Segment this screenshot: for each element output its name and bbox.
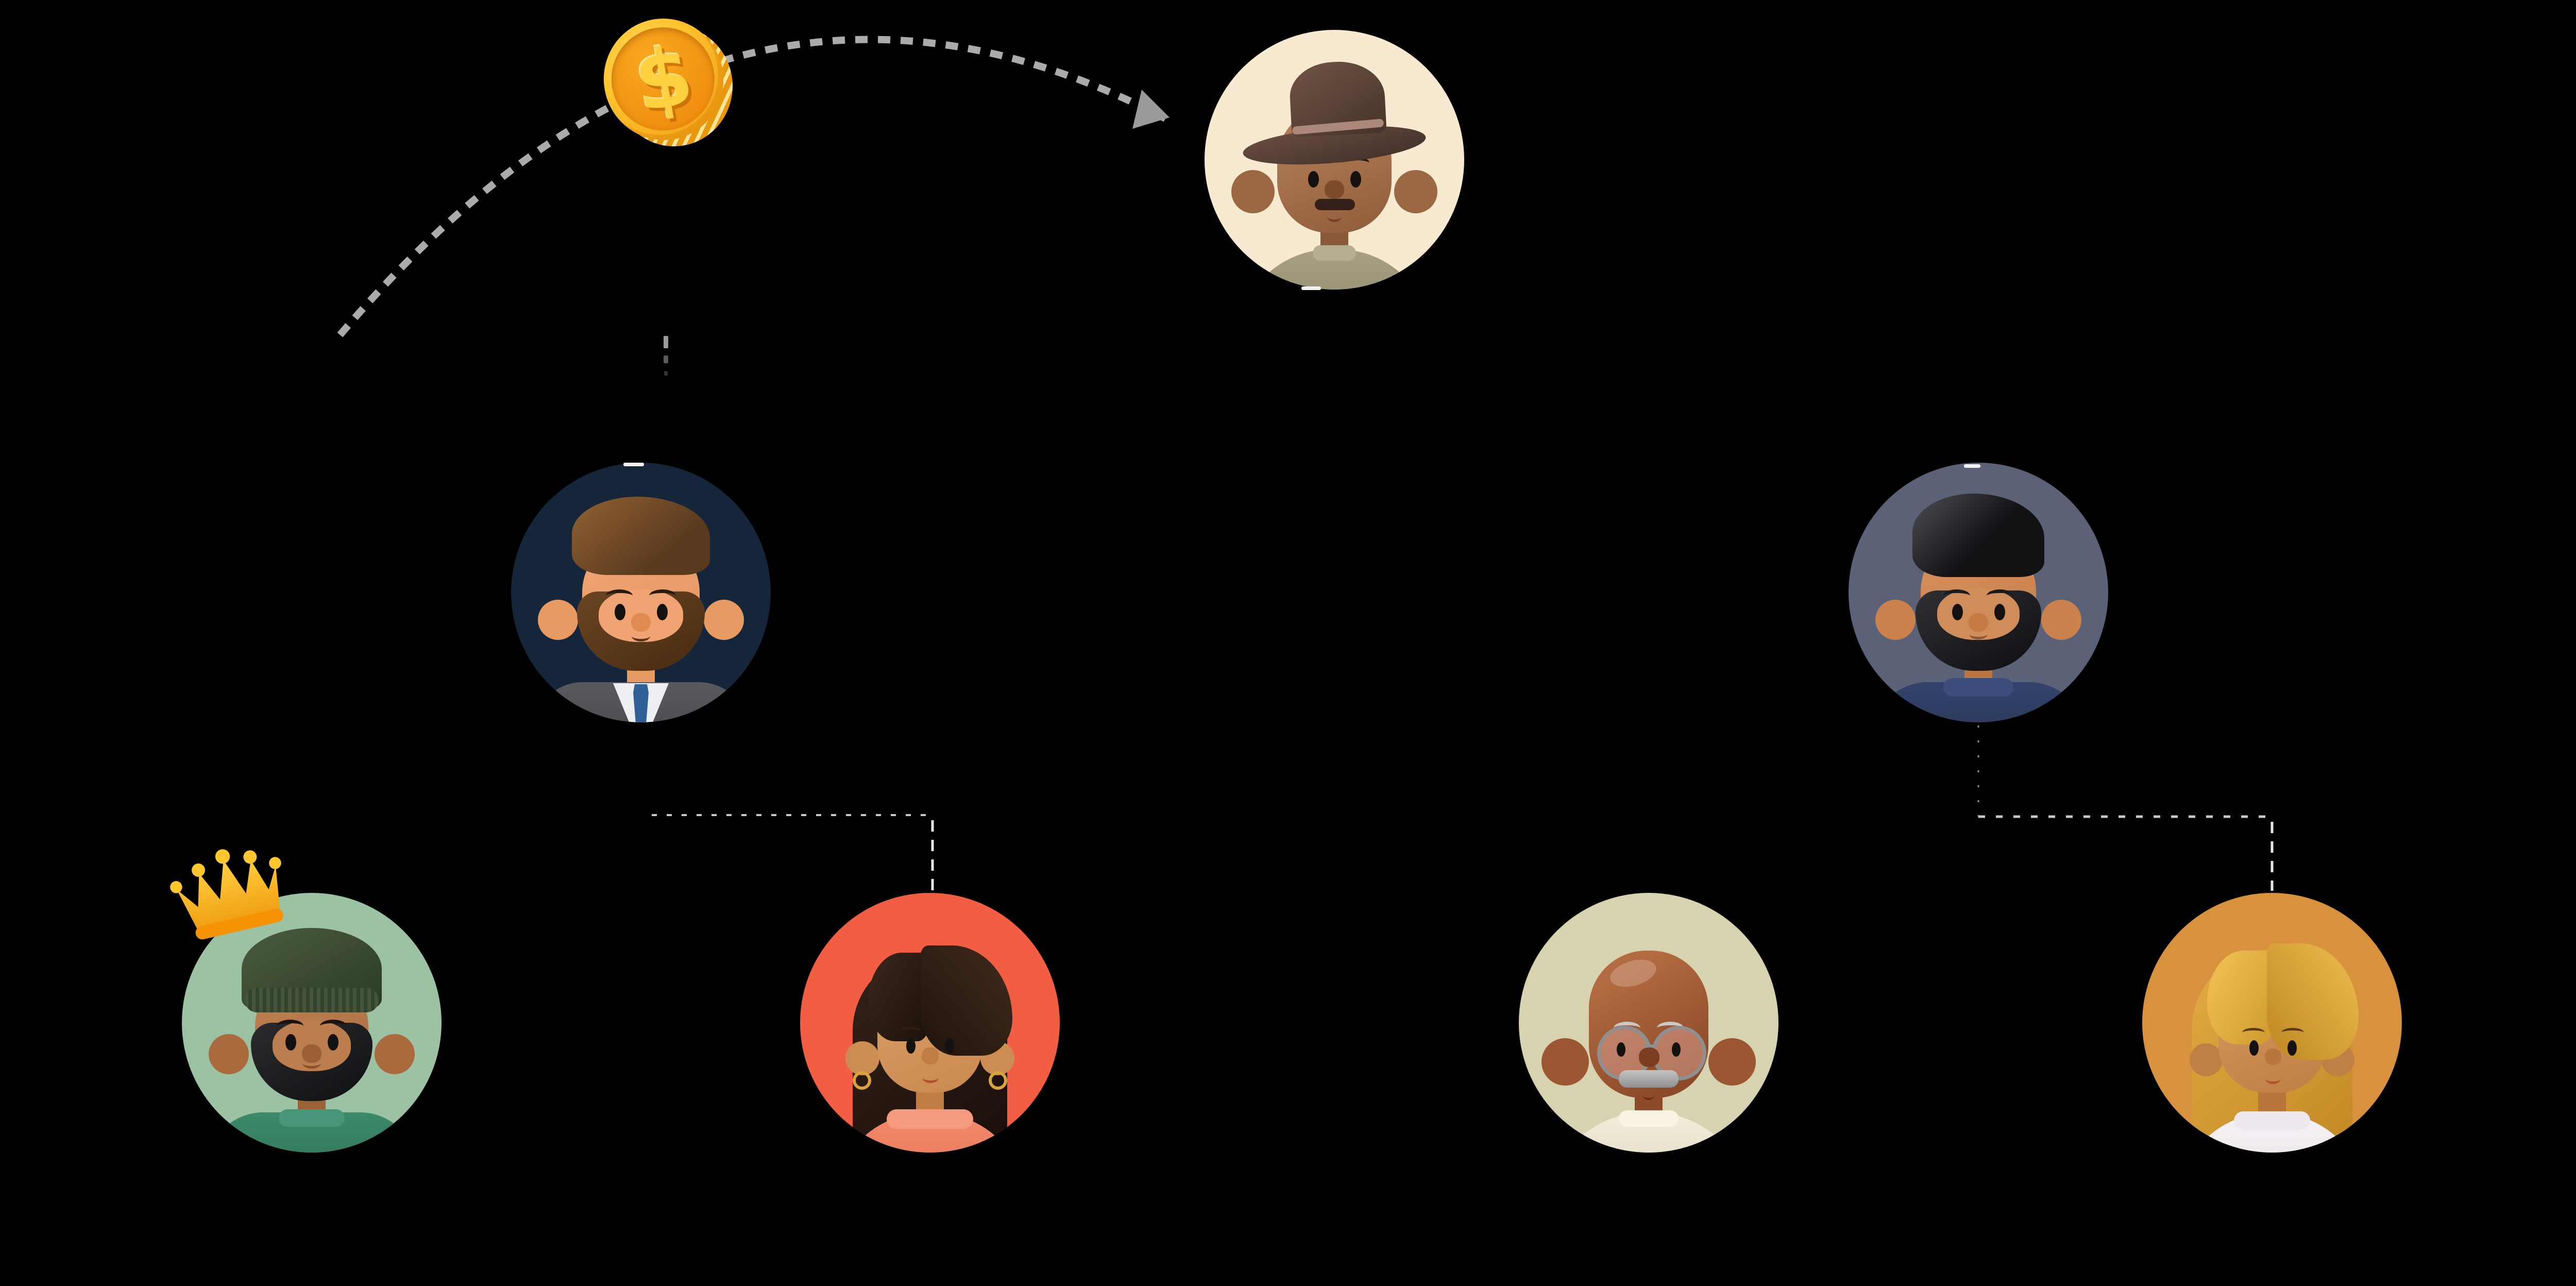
eye-right-icon	[328, 1034, 338, 1051]
crown-base	[195, 909, 283, 940]
mouth-icon	[2265, 1073, 2281, 1084]
ear-left-icon	[2190, 1043, 2223, 1076]
hair-icon	[572, 497, 710, 575]
nose-icon	[1325, 180, 1344, 199]
mouth-icon	[1642, 1090, 1655, 1100]
ear-right-icon	[1708, 1038, 1756, 1086]
mouth-icon	[1327, 211, 1342, 222]
dollar-coin-icon: $	[592, 7, 736, 151]
crown-ball	[215, 849, 230, 864]
coin-drop-trail	[664, 336, 668, 376]
avatar-node-middle-right[interactable]	[1849, 463, 2108, 722]
ear-left-icon	[1541, 1038, 1589, 1086]
eye-left-icon	[2249, 1040, 2259, 1056]
eye-left-icon	[906, 1038, 916, 1054]
mouth-icon	[632, 631, 650, 641]
avatar-node-bottom-1[interactable]	[182, 893, 442, 1153]
eyebrow-right-icon	[1987, 589, 2013, 602]
avatar-node-bottom-2[interactable]	[800, 893, 1060, 1153]
ear-left-icon	[1875, 600, 1916, 640]
nose-icon	[631, 613, 651, 632]
mouth-icon	[922, 1072, 939, 1083]
trail-dash	[664, 336, 668, 348]
earring-left-icon	[853, 1071, 871, 1090]
ear-right-icon	[704, 600, 744, 640]
trail-dash	[664, 356, 668, 363]
stub-top-avatar	[1301, 286, 1321, 290]
eyebrow-right-icon	[1657, 1022, 1684, 1035]
collar	[1619, 1110, 1679, 1127]
eyebrow-left-icon	[606, 589, 633, 602]
mouth-icon	[302, 1058, 321, 1069]
collar	[1943, 678, 2013, 697]
eyebrow-right-icon	[320, 1020, 347, 1033]
eye-right-icon	[1994, 604, 2005, 620]
ear-right-icon	[1394, 170, 1437, 213]
avatar-node-top-recipient[interactable]	[1205, 30, 1464, 290]
eye-left-icon	[615, 604, 625, 620]
arrowhead-icon	[1132, 90, 1170, 129]
earring-right-icon	[989, 1071, 1007, 1090]
ear-left-icon	[538, 600, 578, 640]
ear-left-icon	[209, 1034, 249, 1074]
eye-left-icon	[1952, 604, 1963, 620]
stub-middle-left	[623, 463, 644, 466]
eyebrow-left-icon	[899, 1027, 922, 1037]
eye-right-icon	[945, 1038, 954, 1054]
eyebrow-left-icon	[1943, 589, 1970, 602]
eye-right-icon	[2287, 1040, 2297, 1056]
crown-ball	[243, 850, 257, 864]
eyebrow-left-icon	[277, 1020, 303, 1033]
avatar-node-middle-left[interactable]	[511, 463, 771, 722]
crown-ball	[269, 857, 281, 869]
tie-icon	[633, 684, 649, 722]
hair-icon	[1912, 494, 2044, 577]
eye-left-icon	[1308, 171, 1319, 188]
crown-icon	[170, 849, 283, 940]
collar	[2234, 1111, 2310, 1130]
eye-right-icon	[657, 604, 668, 620]
crown-ball	[170, 881, 182, 893]
avatar-node-bottom-3[interactable]	[1519, 893, 1778, 1153]
stub-middle-right	[1964, 464, 1980, 468]
collar	[887, 1109, 973, 1129]
nose-icon	[2265, 1048, 2281, 1065]
eyebrow-right-icon	[938, 1027, 961, 1037]
avatar-node-bottom-4[interactable]	[2142, 893, 2402, 1153]
nose-icon	[1639, 1047, 1659, 1067]
hair-front-left-icon	[868, 953, 929, 1041]
glasses-bridge-icon	[1644, 1044, 1655, 1048]
ear-right-icon	[375, 1034, 415, 1074]
eyebrow-right-icon	[2281, 1028, 2304, 1038]
eye-left-icon	[1617, 1042, 1625, 1057]
trail-dash	[664, 371, 668, 376]
eye-left-icon	[285, 1034, 296, 1051]
mustache-icon	[1619, 1070, 1679, 1088]
eyebrow-left-icon	[1614, 1022, 1640, 1035]
ear-right-icon	[2041, 600, 2081, 640]
collar	[1313, 245, 1356, 261]
mouth-icon	[1969, 629, 1988, 639]
eyebrow-right-icon	[649, 589, 676, 602]
beanie-band-icon	[245, 988, 379, 1012]
crown-ball	[192, 863, 205, 877]
mustache-icon	[1315, 199, 1355, 210]
hair-front-left-icon	[2207, 951, 2273, 1044]
eye-right-icon	[1350, 171, 1361, 188]
ear-left-icon	[1231, 170, 1275, 213]
dollar-sign: $	[627, 27, 700, 131]
coin-transfer-arc	[337, 36, 1167, 337]
eyebrow-left-icon	[2242, 1028, 2265, 1038]
eye-right-icon	[1672, 1042, 1681, 1057]
nose-icon	[922, 1047, 939, 1064]
collar	[279, 1109, 345, 1127]
ear-left-icon	[845, 1041, 879, 1075]
